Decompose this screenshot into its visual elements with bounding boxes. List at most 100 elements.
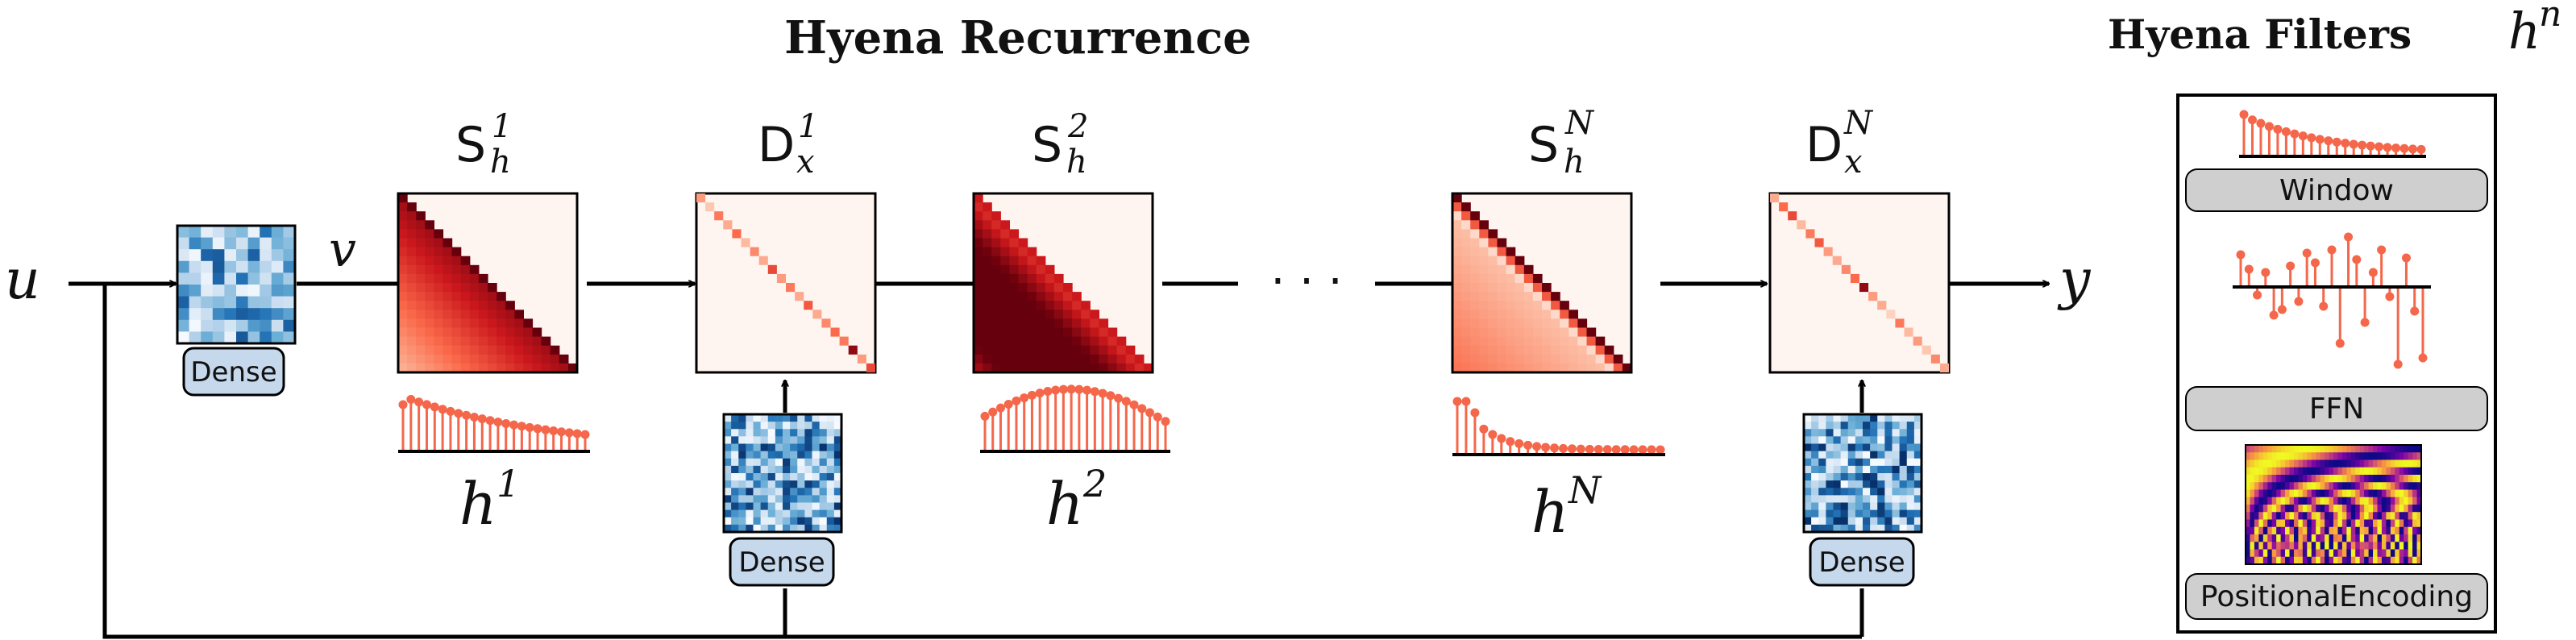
pe-cell [2355, 459, 2361, 468]
matrix-cell [1532, 283, 1543, 293]
dense-cell [1833, 517, 1842, 526]
matrix-cell [1063, 283, 1073, 293]
pe-cell [2320, 475, 2325, 483]
matrix-cell [532, 363, 542, 373]
matrix-cell [1081, 301, 1091, 310]
pe-cell [2341, 542, 2347, 550]
pe-cell [2350, 534, 2356, 542]
filter-marker [1593, 445, 1603, 455]
dense-cell [247, 272, 260, 285]
diagonal-matrix-d1 [695, 192, 877, 374]
svg-text:h: h [459, 470, 497, 538]
dense-cell [760, 429, 769, 437]
matrix-cell [1063, 345, 1073, 355]
dense-cell [1906, 517, 1915, 526]
diagonal-cell [1886, 310, 1896, 319]
pe-cell [2408, 519, 2413, 528]
dense-cell [1870, 458, 1878, 467]
dense-cell [1855, 509, 1863, 518]
pe-cell [2316, 542, 2321, 550]
pe-cell [2399, 459, 2404, 468]
ellipsis: · · · [1270, 256, 1342, 308]
matrix-cell [1470, 327, 1480, 338]
pe-cell [2267, 445, 2273, 453]
dense-cell [819, 436, 828, 444]
dense-cell [189, 272, 202, 285]
pe-cell [2254, 542, 2259, 550]
dense-cell [760, 422, 769, 430]
dense-cell [790, 480, 798, 488]
pe-cell [2285, 512, 2290, 520]
dense-cell [812, 429, 821, 437]
svg-text:1: 1 [497, 462, 520, 505]
pe-cell [2337, 482, 2343, 490]
matrix-cell [1000, 327, 1010, 338]
matrix-cell [1542, 354, 1552, 364]
diagonal-cell [732, 229, 742, 239]
matrix-cell [416, 229, 426, 239]
pe-cell [2320, 452, 2325, 460]
dense-cell [783, 502, 791, 511]
pe-cell [2329, 519, 2334, 528]
matrix-cell [974, 238, 983, 248]
dense-cell [1870, 443, 1878, 452]
matrix-cell [1027, 247, 1037, 257]
pe-cell [2250, 534, 2255, 542]
pe-cell [2271, 482, 2277, 490]
matrix-cell [478, 283, 488, 293]
matrix-cell [1461, 363, 1471, 373]
pe-cell [2377, 534, 2383, 542]
matrix-cell [1506, 327, 1516, 338]
matrix-cell [425, 345, 434, 355]
dense-cell [1833, 473, 1842, 481]
dense-cell [724, 458, 732, 467]
pe-cell [2250, 556, 2255, 565]
pe-cell [2416, 459, 2422, 468]
pe-cell [2293, 526, 2299, 535]
pe-cell [2381, 467, 2387, 476]
pe-cell [2276, 482, 2281, 490]
pe-cell [2285, 497, 2290, 505]
pe-cell [2320, 556, 2325, 565]
matrix-cell [416, 318, 426, 329]
diagonal-cell [848, 345, 858, 355]
pe-cell [2373, 452, 2378, 460]
pe-cell [2285, 475, 2290, 483]
pe-cell [2302, 459, 2308, 468]
pe-cell [2307, 549, 2312, 558]
pe-cell [2416, 549, 2422, 558]
diagonal-cell [812, 310, 822, 319]
pe-cell [2416, 497, 2422, 505]
matrix-cell [1452, 229, 1462, 239]
operator-label-s2: S 2 h [1032, 108, 1088, 181]
matrix-cell [425, 318, 434, 329]
matrix-cell [1099, 363, 1109, 373]
v-symbol: v [329, 222, 356, 278]
dense-cell [189, 319, 202, 332]
filter-marker [1541, 443, 1551, 452]
pe-cell [2289, 534, 2295, 542]
pe-cell [2337, 556, 2343, 565]
dense-cell [826, 465, 835, 474]
matrix-cell [1470, 301, 1480, 310]
pe-cell [2276, 445, 2281, 453]
matrix-cell [1461, 229, 1471, 239]
filter-marker [2307, 133, 2316, 143]
dense-cell [819, 429, 828, 437]
matrix-cell [1000, 292, 1010, 301]
pe-cell [2307, 526, 2312, 535]
dense-cell [247, 319, 260, 332]
dense-cell [1870, 495, 1878, 503]
filter-marker [430, 402, 439, 412]
matrix-cell [497, 327, 506, 338]
matrix-cell [983, 211, 992, 221]
pe-cell [2280, 482, 2286, 490]
dense-cell [775, 465, 783, 474]
dense-cell [1906, 451, 1915, 459]
matrix-cell [425, 283, 434, 293]
pe-cell [2320, 549, 2325, 558]
matrix-cell [398, 273, 408, 284]
toeplitz-matrix-sn [1451, 192, 1633, 374]
dense-cell [819, 414, 828, 422]
ffn-marker [2294, 297, 2304, 306]
